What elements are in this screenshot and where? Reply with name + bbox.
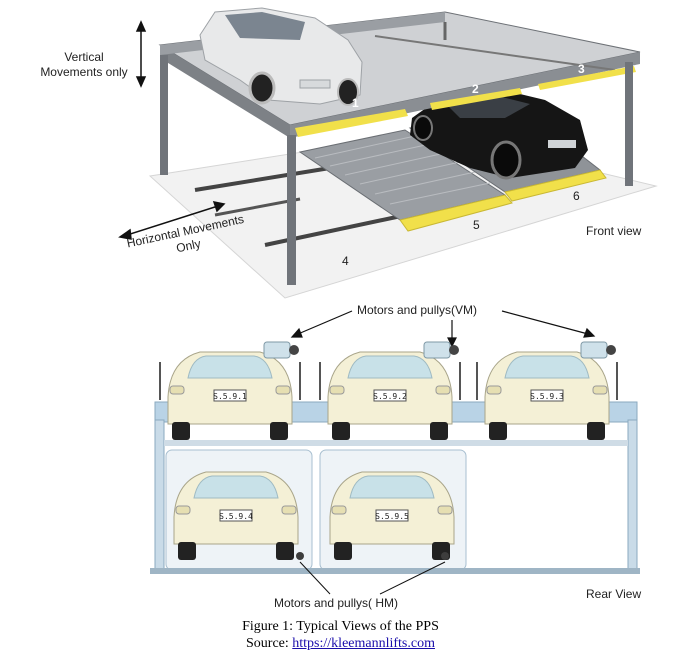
column [160, 55, 168, 175]
upper-pallet-yellow-2 [430, 88, 522, 110]
front-view-diagram [118, 7, 658, 299]
rear-car-upper-2: S.5.9.2 [319, 341, 461, 440]
rear-car-upper-3: S.5.9.3 [476, 341, 618, 440]
rear-car-lower-1: S.5.9.4 [173, 471, 299, 560]
motor-pulley-icon [159, 341, 301, 400]
vm-pointer-arrows [290, 310, 596, 348]
floor-rail [194, 166, 331, 192]
rear-post [627, 419, 638, 573]
license-plate-text: S.5.9.1 [213, 392, 247, 401]
rear-car-upper-1: S.5.9.1 [159, 341, 301, 440]
column [625, 62, 633, 186]
rear-post [154, 419, 165, 573]
vm-motors-label: Motors and pullys(VM) [357, 303, 478, 317]
slot-number-6: 6 [573, 189, 580, 203]
slot-number-1: 1 [352, 96, 359, 110]
pallet-edge-yellow [504, 169, 607, 202]
motor-pulley-icon [476, 341, 618, 400]
motor-pulley-icon [319, 341, 461, 400]
figure-caption: Figure 1: Typical Views of the PPS Sourc… [0, 618, 681, 652]
column [287, 135, 296, 285]
license-plate-text: S.5.9.3 [530, 392, 564, 401]
hm-pointer-line [379, 561, 446, 595]
rear-floor-beam [150, 568, 640, 574]
rear-view-title: Rear View [586, 587, 642, 601]
rear-mid-beam [164, 440, 628, 446]
upper-pallet-yellow-3 [538, 66, 636, 90]
pallet-edge-yellow [399, 194, 513, 232]
upper-pallet-yellow-1 [295, 109, 408, 137]
slot-number-2: 2 [472, 82, 479, 96]
hm-motors-label: Motors and pullys( HM) [274, 596, 399, 610]
source-link[interactable]: https://kleemannlifts.com [292, 636, 435, 651]
caption-source: Source: https://kleemannlifts.com [0, 635, 681, 652]
slot-number-3: 3 [578, 62, 585, 76]
slot-number-4: 4 [342, 254, 349, 268]
caption-title: Figure 1: Typical Views of the PPS [242, 619, 439, 634]
upper-frame-beam-front [160, 45, 290, 138]
hm-motor-icon [296, 552, 304, 560]
license-plate-text: S.5.9.5 [375, 512, 409, 521]
front-view-title: Front view [586, 224, 642, 238]
floor-rail [214, 197, 301, 217]
hm-motor-icon [441, 552, 449, 560]
license-plate-text: S.5.9.2 [373, 392, 407, 401]
hm-pointer-line [299, 561, 331, 595]
rear-car-lower-2: S.5.9.5 [329, 471, 455, 560]
horizontal-arrow-icon [118, 201, 226, 240]
vertical-movement-label: Vertical Movements only [40, 50, 128, 79]
source-prefix: Source: [246, 636, 293, 651]
rear-cars: S.5.9.1 S.5.9.2 S.5.9.3S.5.9.4 S.5.9.5 [159, 341, 618, 595]
license-plate-text: S.5.9.4 [219, 512, 253, 521]
silver-hatchback [199, 7, 363, 106]
slot-number-5: 5 [473, 218, 480, 232]
vertical-arrow-icon [135, 20, 147, 88]
